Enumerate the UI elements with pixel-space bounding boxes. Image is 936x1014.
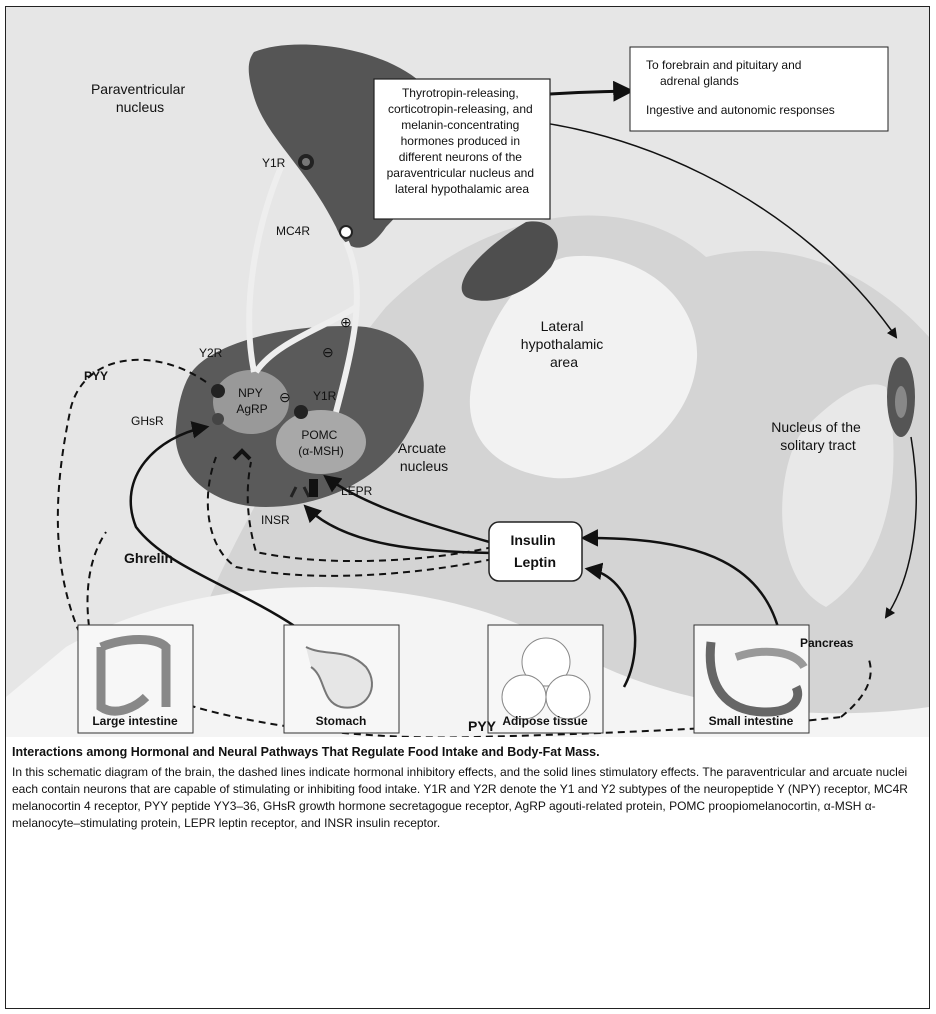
adipose-label: Adipose tissue xyxy=(502,714,588,728)
y1r-top-label: Y1R xyxy=(262,156,286,170)
nts-core xyxy=(895,386,907,418)
ghrelin-label: Ghrelin xyxy=(124,550,173,566)
insulin-leptin-box xyxy=(489,522,582,581)
stomach-label: Stomach xyxy=(316,714,367,728)
minus-sign-1: ⊖ xyxy=(322,344,334,360)
pancreas-label: Pancreas xyxy=(800,636,854,650)
lepr-label: LEPR xyxy=(341,484,373,498)
lepr-receptor xyxy=(309,479,318,497)
ghsr-label: GHsR xyxy=(131,414,164,428)
caption-body: In this schematic diagram of the brain, … xyxy=(12,764,924,832)
y1r-arcuate-label: Y1R xyxy=(313,389,337,403)
pancreas-to-insulin-arrow xyxy=(584,538,781,639)
plus-sign: ⊕ xyxy=(340,314,352,330)
hormones-box-text: Thyrotropin-releasing, corticotropin-rel… xyxy=(387,86,538,196)
y1r-pvn-receptor xyxy=(298,154,314,170)
y2r-label: Y2R xyxy=(199,346,223,360)
hormones-box xyxy=(374,79,550,219)
diagram-figure: Paraventricular nucleus Thyrotropin-rele… xyxy=(6,7,929,737)
pyy-bottom-label: PYY xyxy=(468,718,497,734)
y1r-arcuate-receptor xyxy=(294,405,308,419)
mc4r-receptor xyxy=(340,226,352,238)
large-intestine-label: Large intestine xyxy=(92,714,178,728)
caption-title: Interactions among Hormonal and Neural P… xyxy=(12,744,924,761)
cerebellum-shape xyxy=(782,384,893,607)
pyy-smallint-dashed xyxy=(841,657,871,717)
figure-caption: Interactions among Hormonal and Neural P… xyxy=(12,742,924,1004)
small-intestine-label: Small intestine xyxy=(709,714,794,728)
insr-label: INSR xyxy=(261,513,290,527)
minus-sign-2: ⊖ xyxy=(279,389,291,405)
mc4r-label: MC4R xyxy=(276,224,310,238)
pomc-neuron xyxy=(276,410,366,474)
ghsr-receptor xyxy=(212,413,224,425)
pyy-left-label: PYY xyxy=(84,369,108,383)
y2r-receptor xyxy=(211,384,225,398)
ingestive-label: Ingestive and autonomic responses xyxy=(646,103,835,117)
arcuate-label: Arcuate nucleus xyxy=(398,440,450,474)
